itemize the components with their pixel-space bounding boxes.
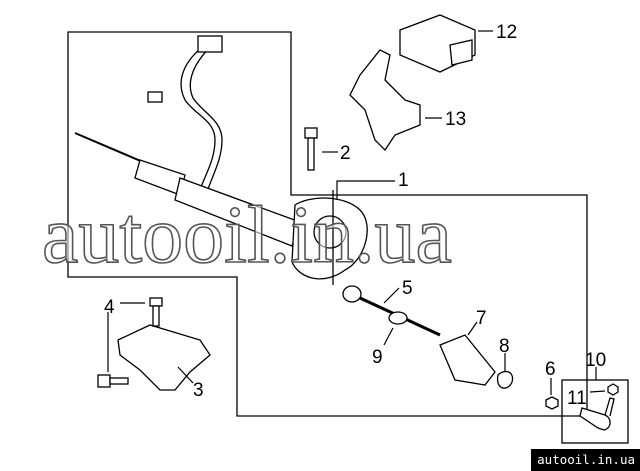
inner-tie-rod — [342, 285, 441, 337]
nut-11 — [607, 383, 619, 396]
wiring-harness — [147, 35, 223, 193]
callout-10: 10 — [585, 350, 606, 371]
callout-13: 13 — [445, 109, 466, 130]
leader-lines — [107, 30, 606, 395]
bolt-4 — [97, 297, 163, 388]
nut-6 — [545, 396, 559, 410]
callout-5: 5 — [402, 278, 413, 299]
callout-3: 3 — [193, 380, 204, 401]
watermark: autooil.in.ua — [42, 189, 452, 280]
callout-9: 9 — [372, 347, 383, 368]
bolt-2 — [304, 127, 318, 171]
bracket — [349, 49, 421, 152]
clamp — [496, 370, 514, 389]
tie-rod-end-box — [561, 379, 629, 444]
callout-2: 2 — [340, 143, 351, 164]
site-footer-label: autooil.in.ua — [531, 449, 640, 471]
heat-shield — [117, 324, 211, 391]
steering-rack — [74, 132, 368, 285]
callout-7: 7 — [476, 308, 487, 329]
callout-11: 11 — [567, 388, 587, 409]
callout-4: 4 — [104, 297, 115, 318]
callout-1: 1 — [398, 170, 409, 191]
callout-8: 8 — [499, 336, 510, 357]
callout-6: 6 — [545, 359, 556, 380]
tie-rod-end — [579, 397, 615, 431]
boot — [439, 334, 496, 386]
callout-12: 12 — [496, 22, 517, 43]
control-module — [399, 14, 476, 73]
